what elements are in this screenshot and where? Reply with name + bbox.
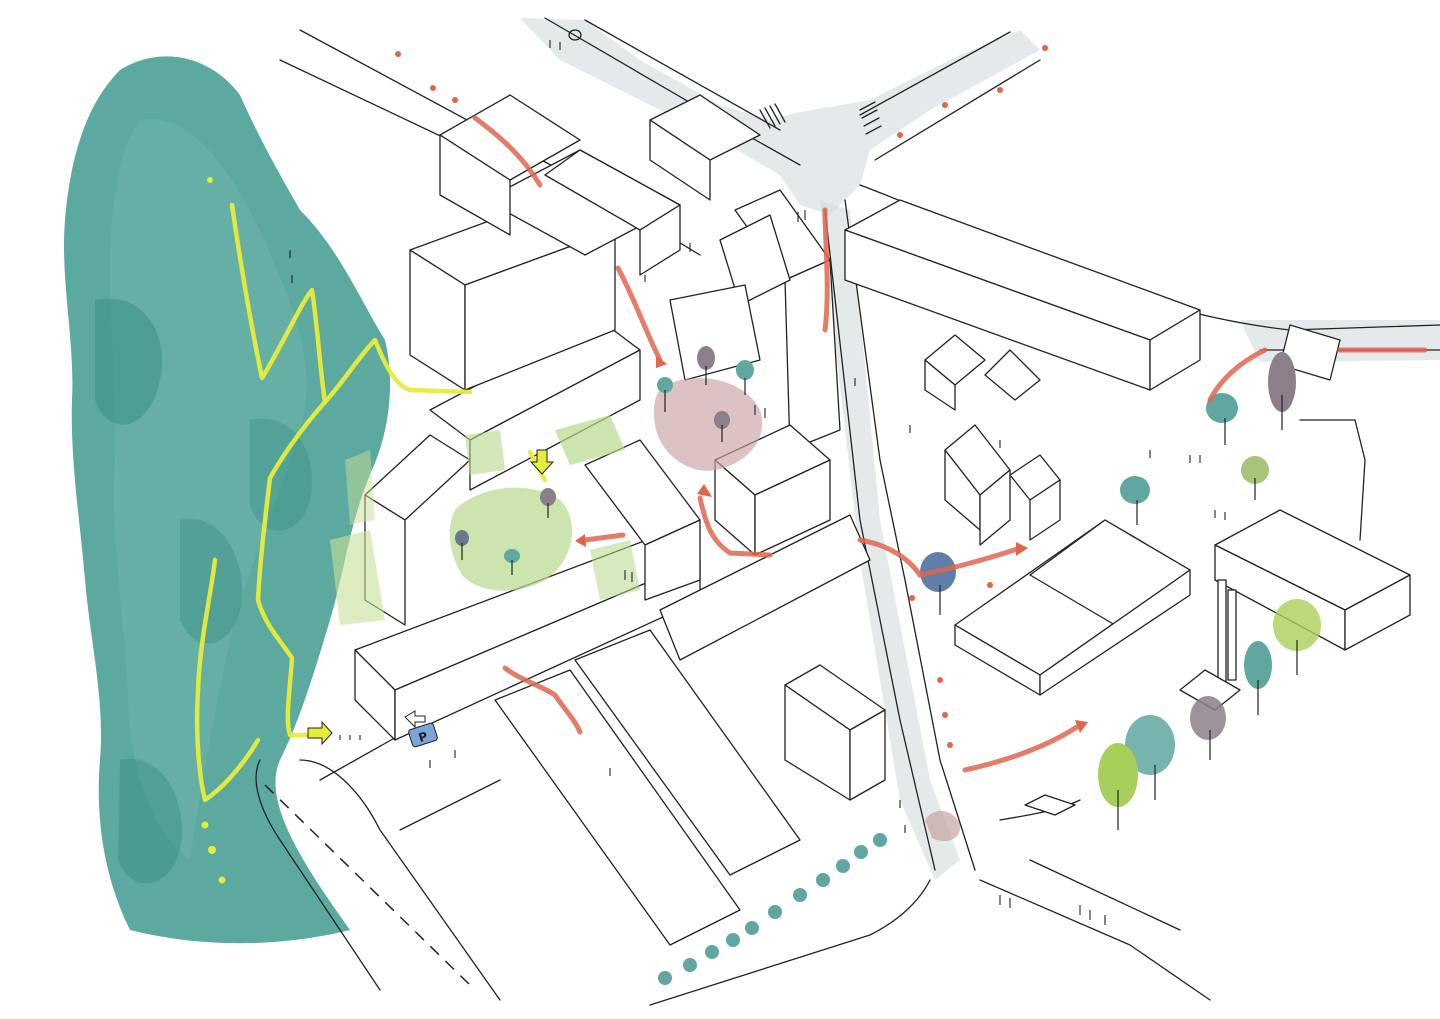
tree — [1120, 476, 1150, 525]
tree — [1268, 352, 1296, 430]
down-arrow-icon — [529, 449, 555, 475]
buildings — [354, 94, 1411, 946]
tree — [1244, 641, 1272, 715]
tree — [1125, 715, 1175, 800]
street-trees — [658, 833, 887, 985]
parking-sign: P — [408, 722, 438, 748]
green-spaces — [330, 378, 961, 842]
forest-area — [63, 56, 391, 944]
tree — [920, 552, 956, 615]
tree — [697, 346, 715, 385]
people — [289, 40, 1226, 925]
tree — [714, 411, 730, 442]
pedestrian-arrow-icon — [404, 710, 426, 729]
tree — [1241, 456, 1269, 500]
crosswalk-marks — [568, 29, 882, 135]
tree — [657, 377, 673, 412]
tree — [1190, 696, 1226, 760]
forest-trail — [194, 177, 548, 884]
tree — [1098, 743, 1138, 830]
tree — [540, 488, 556, 518]
movement-arrows — [395, 45, 1428, 773]
trees — [455, 346, 1321, 985]
roads — [255, 17, 1440, 1006]
tree — [1273, 599, 1321, 675]
tree — [504, 549, 520, 575]
tree — [455, 530, 469, 560]
tree — [1206, 393, 1238, 445]
tree — [736, 360, 754, 395]
yellow-arrow-icon — [307, 720, 333, 746]
